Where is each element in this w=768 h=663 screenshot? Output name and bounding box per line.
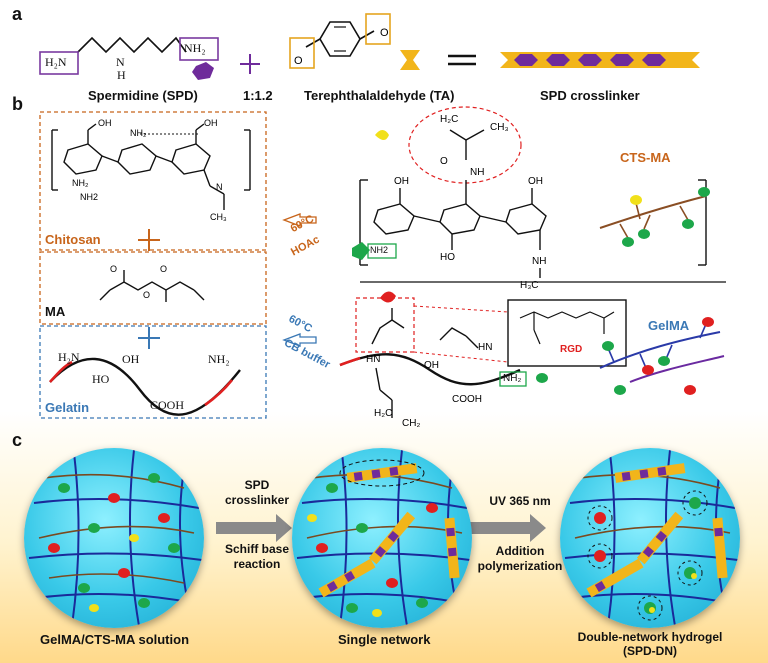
svg-text:OH: OH — [98, 118, 112, 128]
cts-ma-label: CTS-MA — [620, 150, 671, 165]
chitosan-label: Chitosan — [45, 232, 101, 247]
caption-single-network: Single network — [338, 632, 431, 647]
gelatin-nh2-label: NH₂ — [208, 352, 230, 366]
ta-bowtie-icon — [400, 50, 420, 70]
panel-letter-c: c — [12, 430, 23, 450]
svg-text:O: O — [380, 27, 389, 39]
svg-text:O: O — [110, 264, 117, 274]
svg-text:NH₂: NH₂ — [72, 178, 89, 188]
svg-text:HN: HN — [366, 354, 380, 365]
crosslinker-name-label: SPD crosslinker — [540, 88, 640, 103]
step1-label-line3: Schiff base — [224, 542, 290, 556]
step2-label-line2: Addition — [495, 544, 545, 558]
svg-text:OH: OH — [528, 176, 543, 187]
svg-text:O: O — [294, 55, 303, 67]
svg-text:HO: HO — [440, 252, 455, 263]
spd-hexagon-icon — [192, 62, 214, 80]
svg-text:O: O — [160, 264, 167, 274]
svg-text:H₂C: H₂C — [374, 408, 392, 419]
panel-letter-a: a — [12, 4, 23, 24]
svg-text:OH: OH — [204, 118, 218, 128]
spd-h-label: H — [117, 68, 126, 82]
step1-label-line2: crosslinker — [224, 493, 290, 507]
svg-text:OH: OH — [424, 360, 439, 371]
spd-name-label: Spermidine (SPD) — [88, 88, 198, 103]
double-network-circle — [560, 448, 740, 628]
svg-text:NH₂: NH₂ — [130, 128, 147, 138]
spd-crosslinker-icon — [500, 52, 700, 68]
svg-text:H₃C: H₃C — [520, 280, 539, 291]
svg-text:HN: HN — [478, 342, 492, 353]
gelatin-oh-label: OH — [122, 352, 140, 366]
rgd-label: RGD — [560, 344, 583, 355]
gelatin-h2n-label: H₂N — [58, 350, 80, 364]
svg-text:H₂C: H₂C — [440, 114, 458, 125]
svg-text:N: N — [216, 182, 223, 192]
gelatin-label: Gelatin — [45, 400, 90, 415]
spd-h2n-label: H₂N — [45, 55, 67, 69]
gelatin-cooh-label: COOH — [150, 398, 185, 412]
gelatin-ho-label: HO — [92, 372, 110, 386]
step1-label-line4: reaction — [233, 557, 281, 571]
svg-text:COOH: COOH — [452, 394, 482, 405]
svg-text:NH2: NH2 — [80, 192, 98, 202]
panel-b-graphic: OH NH₂ OH NH₂ NH2 N CH₃ O O O — [39, 106, 726, 429]
panel-c-graphic — [216, 514, 546, 542]
spd-nh2-label: NH₂ — [184, 41, 206, 55]
step2-label-line3: polymerization — [477, 559, 563, 573]
ma-yellow-icon — [375, 130, 389, 140]
step1-label-line1: SPD — [244, 478, 270, 492]
ratio-label: 1:1.2 — [243, 88, 273, 103]
ta-name-label: Terephthalaldehyde (TA) — [304, 88, 455, 103]
svg-text:O: O — [143, 290, 150, 300]
panel-letter-b: b — [12, 94, 23, 114]
hydrogel-solution-circle — [24, 448, 204, 628]
svg-text:CH₃: CH₃ — [490, 122, 509, 133]
svg-text:O: O — [440, 156, 448, 167]
gelma-nh2-label: NH₂ — [503, 373, 522, 384]
svg-text:NH: NH — [470, 167, 484, 178]
gelma-label: GelMA — [648, 318, 690, 333]
ma-label: MA — [45, 304, 66, 319]
svg-text:CH₃: CH₃ — [210, 212, 227, 222]
step2-label-uv: UV 365 nm — [489, 494, 551, 508]
svg-text:OH: OH — [394, 176, 409, 187]
caption-solution: GelMA/CTS-MA solution — [40, 632, 190, 647]
panel-a-graphic: O O — [39, 13, 700, 80]
svg-text:CH₂: CH₂ — [402, 418, 420, 429]
spd-n-label: N — [116, 55, 125, 69]
nh2-box-label: NH2 — [370, 245, 389, 255]
svg-text:NH: NH — [532, 256, 546, 267]
caption-double-network-abbr: (SPD-DN) — [623, 644, 677, 658]
single-network-circle — [292, 448, 472, 628]
caption-double-network: Double-network hydrogel — [577, 630, 723, 644]
